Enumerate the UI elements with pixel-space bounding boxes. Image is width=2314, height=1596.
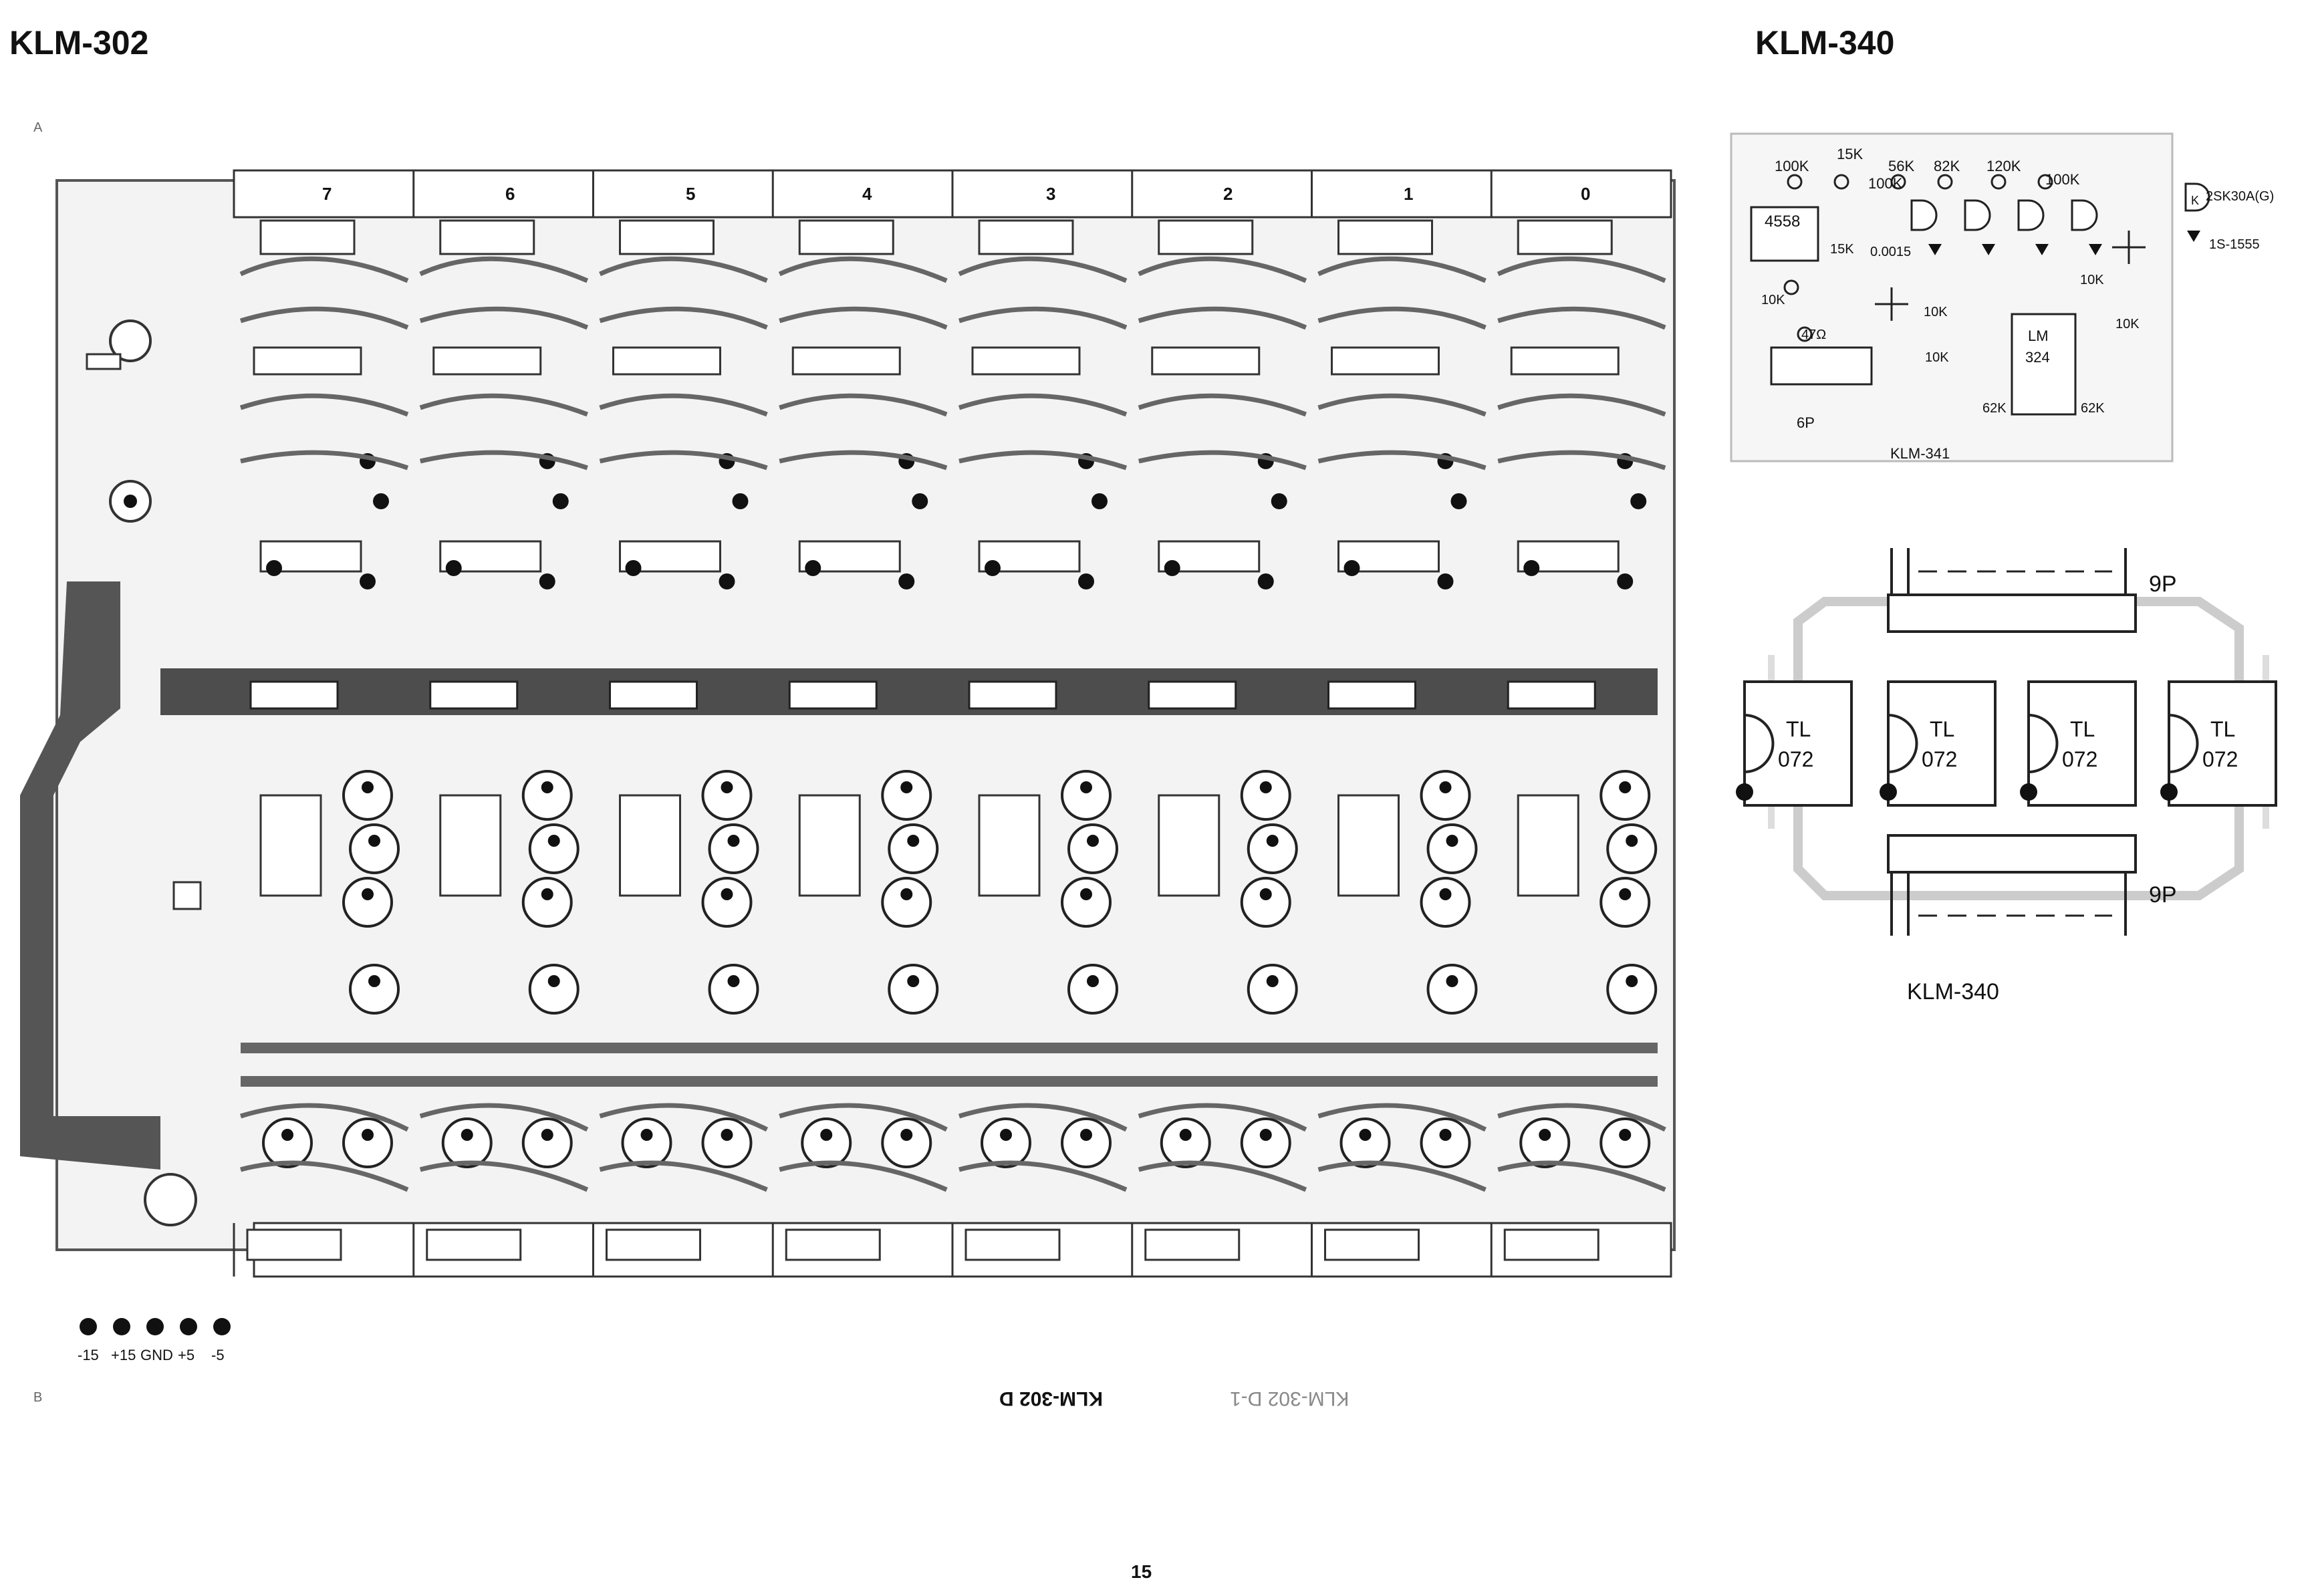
klm-341-label: KLM-341: [1890, 445, 1950, 462]
side-mark: A: [33, 120, 43, 135]
value-label: 62K: [1982, 401, 2007, 416]
channel-column: [1311, 170, 1487, 1277]
lm324-label-2: 324: [2025, 349, 2050, 366]
value-label: 47Ω: [1801, 327, 1827, 342]
legend-diode-label: 1S-1555: [2209, 237, 2260, 252]
right-title: KLM-340: [1755, 24, 1895, 61]
value-label: 62K: [2081, 401, 2105, 416]
channel-column: [412, 170, 589, 1277]
channel-column: [771, 170, 948, 1277]
page-number: 15: [1131, 1561, 1152, 1582]
tl072-label-2: 072: [2062, 747, 2098, 771]
left-controls: [86, 319, 202, 1226]
channel-column: [233, 170, 409, 1277]
channel-column: [1490, 170, 1666, 1277]
klm-340-label: KLM-340: [1907, 979, 1999, 1005]
value-label: 10K: [1924, 305, 1948, 319]
ic-4558-label: 4558: [1765, 213, 1801, 231]
footer-label-klm302d1: KLM-302 D-1: [1230, 1387, 1349, 1410]
column-number: 2: [1223, 184, 1233, 204]
side-mark: B: [33, 1390, 43, 1405]
value-label: 15K: [1830, 242, 1854, 257]
channel-columns: [233, 170, 1666, 1277]
channel-column: [1131, 170, 1307, 1277]
tl072-label-2: 072: [2202, 747, 2238, 771]
value-label: 100K: [1775, 158, 1809, 174]
tl072-label-2: 072: [1922, 747, 1958, 771]
value-label: 56K: [1888, 158, 1915, 174]
power-pins: [80, 1318, 231, 1335]
left-title: KLM-302: [9, 24, 149, 61]
value-label: 10K: [2115, 317, 2140, 331]
value-label: 0.0015: [1870, 245, 1912, 259]
connector-6p-label: 6P: [1797, 414, 1815, 431]
footer-label-klm302d: KLM-302 D: [999, 1387, 1104, 1410]
pin-label: -5: [211, 1347, 225, 1363]
tl072-chips: [1736, 680, 2277, 807]
pin-label: GND: [140, 1347, 173, 1363]
pin-label: +15: [111, 1347, 136, 1363]
column-number: 3: [1046, 184, 1056, 204]
tl072-label-2: 072: [1778, 747, 1814, 771]
value-label: 100K: [2045, 171, 2080, 188]
tl072-label-1: TL: [1930, 717, 1955, 741]
value-label: 10K: [1925, 350, 1949, 365]
pin-label: +5: [178, 1347, 195, 1363]
column-number: 5: [686, 184, 696, 204]
value-label: 120K: [1986, 158, 2021, 174]
value-label: 100K: [1868, 175, 1903, 192]
column-number: 7: [322, 184, 332, 204]
column-number: 6: [505, 184, 515, 204]
value-label: 10K: [1761, 293, 1785, 307]
ground-bus: [160, 668, 1658, 715]
legend-transistor-mark: K: [2191, 194, 2200, 207]
tl072-label-1: TL: [2210, 717, 2236, 741]
value-label: 82K: [1934, 158, 1960, 174]
column-number: 0: [1581, 184, 1591, 204]
ground-plane: [20, 581, 160, 1170]
connector-bottom-label: 9P: [2149, 882, 2177, 908]
tl072-label-1: TL: [1786, 717, 1811, 741]
channel-column: [951, 170, 1128, 1277]
value-label: 15K: [1837, 146, 1863, 162]
channel-column: [592, 170, 769, 1277]
pin-label: -15: [78, 1347, 99, 1363]
column-number: 4: [862, 184, 872, 204]
value-label: 10K: [2080, 273, 2104, 287]
klm-302-pcb: [20, 169, 1676, 1335]
lm324-label-1: LM: [2028, 327, 2049, 344]
klm-341-pcb: [1730, 132, 2210, 462]
connector-top-label: 9P: [2149, 571, 2177, 597]
column-number: 1: [1404, 184, 1414, 204]
legend-transistor-label: 2SK30A(G): [2206, 189, 2275, 204]
tl072-label-1: TL: [2070, 717, 2095, 741]
klm-340-pcb: [1736, 548, 2277, 936]
